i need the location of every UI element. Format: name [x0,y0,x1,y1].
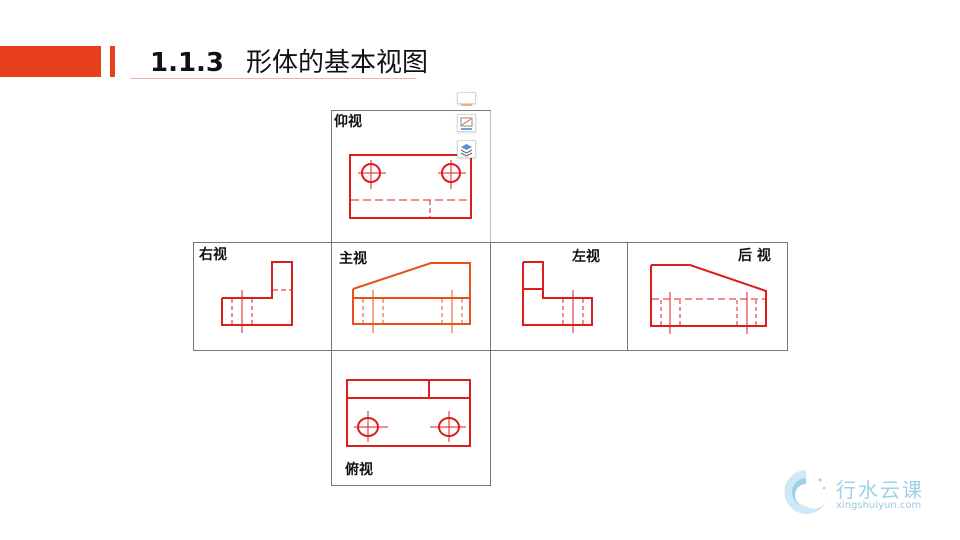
chart-icon[interactable] [457,114,476,132]
watermark-logo-icon [784,470,828,514]
right-view-drawing [221,261,293,333]
label-front-view: 主视 [339,251,367,267]
front-view-drawing [352,262,471,333]
page-title: 1.1.3 形体的基本视图 [150,42,428,79]
minimize-icon[interactable] [457,92,476,106]
top-view-drawing [346,379,471,447]
left-view-drawing [522,261,593,333]
watermark-url: xingshuiyun.com [836,500,922,511]
section-number: 1.1.3 [150,48,225,78]
label-top-view: 俯视 [345,462,373,478]
panel-back-view [627,242,788,351]
label-right-view: 右视 [199,247,227,263]
back-view-drawing [650,264,767,334]
watermark-name: 行水云课 [836,478,924,502]
panel-top-view [331,350,491,486]
label-left-view: 左视 [572,249,600,265]
label-bottom-up-view: 仰视 [334,114,362,130]
title-underline [130,78,416,79]
header-accent-stripe [110,46,115,77]
section-title: 形体的基本视图 [246,48,429,78]
label-back-view: 后 视 [738,248,771,264]
bottom-up-view-drawing [349,154,472,219]
layers-icon[interactable] [457,140,476,158]
header-accent-bar [0,46,101,77]
